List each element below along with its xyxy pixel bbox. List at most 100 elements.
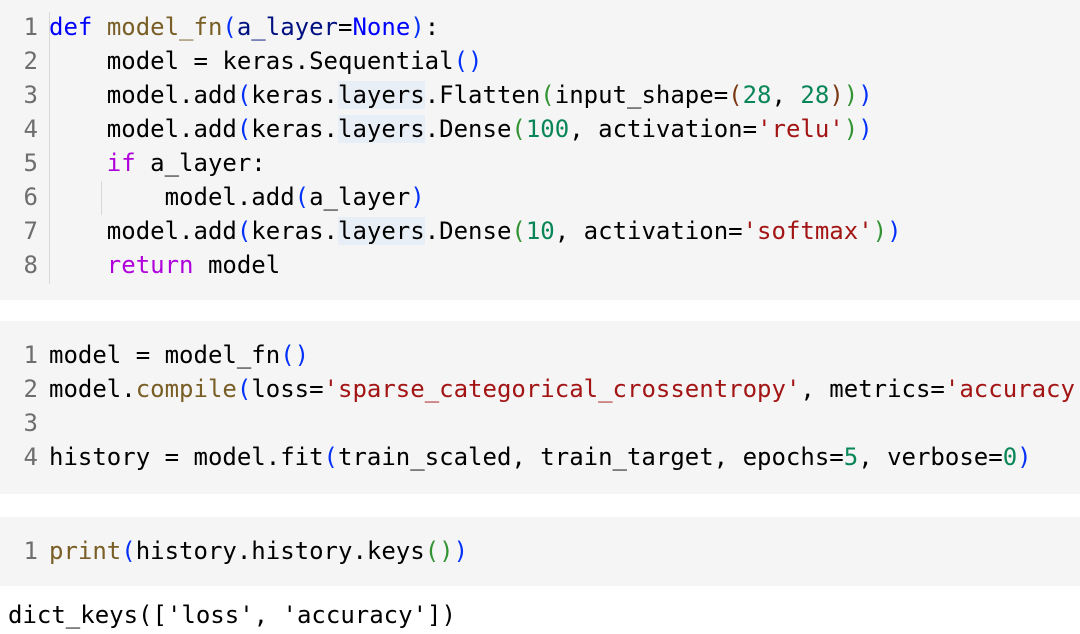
line-number: 3 — [23, 409, 38, 437]
code-token: model.add — [49, 183, 295, 211]
code-line[interactable]: 4 model.add(keras.layers.Dense(100, acti… — [0, 112, 873, 146]
code-line[interactable]: 5 if a_layer: — [0, 146, 266, 180]
line-number: 2 — [23, 375, 38, 403]
code-token: : — [424, 13, 440, 41]
code-token: .Dense — [424, 115, 512, 143]
code-token: ( — [294, 183, 310, 211]
code-token: , verbose= — [858, 443, 1003, 471]
code-token: a_layer — [236, 13, 339, 41]
code-token: input_shape= — [554, 81, 729, 109]
code-line[interactable]: 3 — [0, 406, 49, 440]
code-cell-1[interactable]: 1 def model_fn(a_layer=None): 2 model = ke… — [0, 0, 1080, 300]
code-text: model.add(keras.layers.Dense(10, activat… — [49, 217, 902, 245]
line-number: 7 — [23, 217, 38, 245]
code-token: model = model_fn — [49, 341, 281, 369]
code-token: () — [424, 537, 454, 565]
code-token: ) — [410, 13, 425, 41]
code-token: layers — [338, 81, 425, 109]
code-token: () — [453, 47, 483, 75]
code-token: ) — [858, 81, 873, 109]
code-token: ( — [728, 81, 743, 109]
code-token: model_fn — [106, 13, 223, 41]
code-token: compile — [135, 375, 237, 403]
code-token: ) — [887, 217, 902, 245]
code-token: print — [49, 537, 122, 565]
code-text: model = model_fn() — [49, 341, 309, 369]
code-token: a_layer: — [135, 149, 266, 177]
code-token — [92, 13, 106, 41]
code-text: return model — [49, 251, 280, 279]
code-token: ) — [872, 217, 888, 245]
code-token: keras. — [251, 217, 338, 245]
code-token: None — [352, 13, 411, 41]
code-cell-3[interactable]: 1 print(history.history.keys()) — [0, 517, 1080, 586]
code-token: ( — [222, 13, 237, 41]
line-number: 6 — [23, 183, 38, 211]
code-text: print(history.history.keys()) — [49, 537, 468, 565]
code-token: ( — [511, 115, 526, 143]
code-token: ( — [236, 115, 252, 143]
indent-guide — [101, 181, 102, 215]
line-number: 1 — [23, 537, 38, 565]
line-number: 1 — [23, 13, 38, 41]
line-number: 2 — [23, 47, 38, 75]
code-token: ( — [540, 81, 555, 109]
code-token: ( — [511, 217, 526, 245]
code-line[interactable]: 8 return model — [0, 248, 281, 282]
code-token: model.add — [49, 81, 237, 109]
code-line[interactable]: 2 model = keras.Sequential() — [0, 44, 483, 78]
code-line[interactable]: 1 model = model_fn() — [0, 338, 310, 372]
line-number: 4 — [23, 115, 38, 143]
code-token: layers — [338, 115, 425, 143]
code-token: def — [49, 13, 93, 41]
code-token: layers — [338, 217, 425, 245]
code-token: ) — [843, 115, 859, 143]
code-token: ) — [858, 115, 873, 143]
code-line[interactable]: 3 model.add(keras.layers.Flatten(input_s… — [0, 78, 873, 112]
code-token: 28 — [800, 81, 830, 109]
code-line[interactable]: 7 model.add(keras.layers.Dense(10, activ… — [0, 214, 902, 248]
code-text: if a_layer: — [49, 149, 266, 177]
code-token: 'sparse_categorical_crossentropy' — [323, 375, 801, 403]
code-line[interactable]: 1 def model_fn(a_layer=None): — [0, 10, 440, 44]
code-text: model = keras.Sequential() — [49, 47, 483, 75]
code-token: 10 — [525, 217, 555, 245]
code-token: keras. — [251, 115, 338, 143]
code-line[interactable]: 1 print(history.history.keys()) — [0, 534, 469, 568]
line-number: 3 — [23, 81, 38, 109]
code-text: model.add(keras.layers.Dense(100, activa… — [49, 115, 873, 143]
code-text: history = model.fit(train_scaled, train_… — [49, 443, 1032, 471]
code-token: ( — [236, 81, 252, 109]
code-line[interactable]: 6 model.add(a_layer) — [0, 180, 425, 214]
code-token: 0 — [1002, 443, 1018, 471]
code-token: , metrics= — [800, 375, 945, 403]
code-text: model.add(a_layer) — [49, 183, 425, 211]
code-token: ) — [1017, 443, 1032, 471]
code-token: if — [106, 149, 136, 177]
cell-output: dict_keys(['loss', 'accuracy']) — [8, 601, 456, 629]
code-token: ( — [121, 537, 136, 565]
code-token: ( — [236, 375, 252, 403]
code-text: model.add(keras.layers.Flatten(input_sha… — [49, 81, 873, 109]
code-text: def model_fn(a_layer=None): — [49, 13, 439, 41]
code-token: history = model.fit — [49, 443, 324, 471]
line-number: 8 — [23, 251, 38, 279]
indent-guide — [49, 12, 50, 284]
code-token: model — [193, 251, 281, 279]
line-number: 5 — [23, 149, 38, 177]
code-token: , — [771, 81, 801, 109]
code-token: () — [280, 341, 310, 369]
code-token: .Dense — [424, 217, 512, 245]
code-token: train_scaled, train_target, epochs= — [338, 443, 844, 471]
line-number: 1 — [23, 341, 38, 369]
code-token: model = keras.Sequential — [49, 47, 454, 75]
code-token: , activation= — [569, 115, 758, 143]
code-line[interactable]: 4 history = model.fit(train_scaled, train… — [0, 440, 1032, 474]
line-number: 4 — [23, 443, 38, 471]
code-token: ) — [829, 81, 844, 109]
code-token: a_layer — [309, 183, 411, 211]
code-token: 'relu' — [757, 115, 844, 143]
code-token: , activation= — [554, 217, 743, 245]
